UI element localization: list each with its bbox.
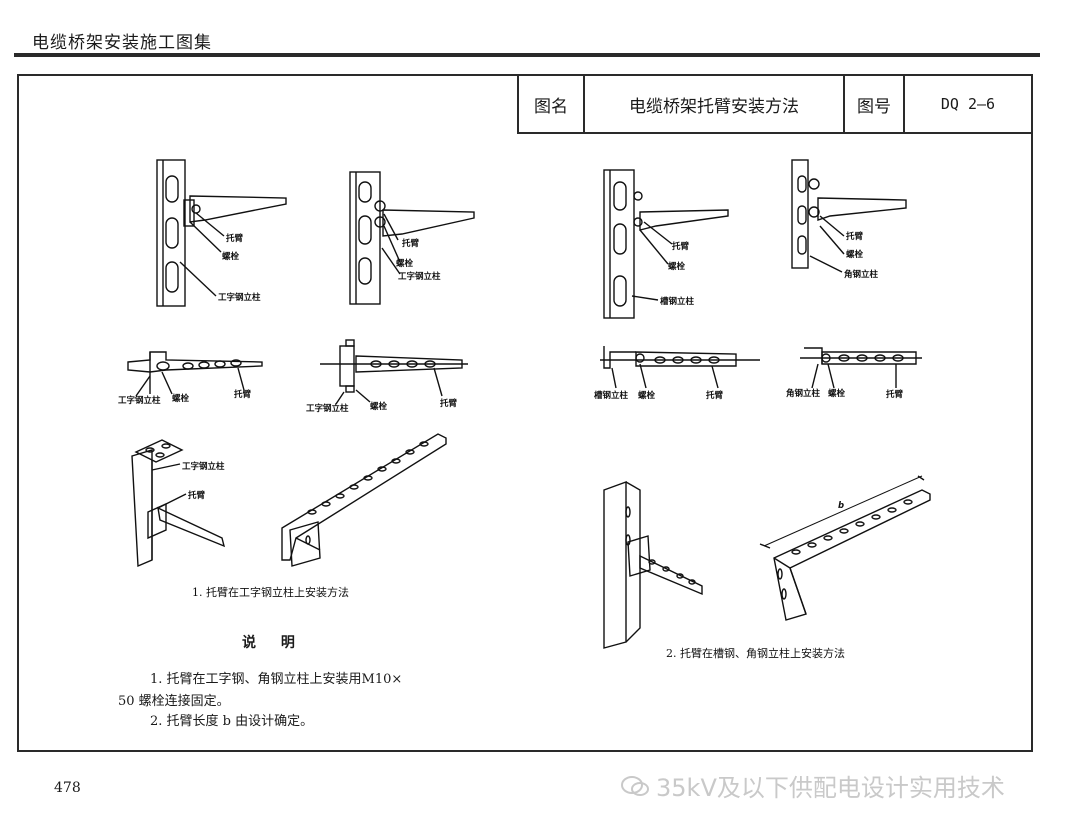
label-bracket-j: 托臂 [886, 389, 904, 400]
drawing-number-label: 图号 [845, 76, 905, 132]
label-angle-h: 角钢立柱 [844, 269, 879, 280]
label-bracket-h: 托臂 [846, 231, 864, 242]
angle-plan-view [800, 347, 922, 389]
label-bracket-c: 托臂 [234, 389, 252, 400]
drawing-number-value: DQ 2—6 [940, 95, 996, 113]
i-beam-plan-view-2 [320, 339, 468, 405]
document-title: 电缆桥架安装施工图集 [32, 33, 212, 53]
caption-ibeam-method: 1. 托臂在工字钢立柱上安装方法 [192, 585, 349, 599]
label-bolt-g: 螺栓 [668, 261, 686, 272]
angle-column-front-view [791, 159, 907, 273]
label-bracket-e: 托臂 [188, 490, 206, 501]
note-line-2: 50 螺栓连接固定。 [118, 694, 230, 709]
label-bolt-i: 螺栓 [638, 390, 656, 401]
label-bolt-j: 螺栓 [828, 388, 846, 399]
page-number: 478 [54, 780, 81, 796]
channel-plan-view [600, 346, 760, 389]
bracket-with-dimension-view [759, 475, 931, 621]
label-ibeam-e: 工字钢立柱 [182, 461, 225, 472]
label-bolt-a: 螺栓 [222, 251, 240, 262]
label-ibeam-d: 工字钢立柱 [306, 403, 349, 414]
label-bolt-b: 螺栓 [396, 258, 414, 269]
label-bolt-c: 螺栓 [172, 393, 190, 404]
i-beam-column-front-view [156, 159, 287, 307]
label-bracket-i: 托臂 [706, 390, 724, 401]
channel-isometric-view [603, 481, 703, 649]
label-ibeam-b: 工字钢立柱 [398, 271, 441, 282]
watermark-text: 35kV及以下供配电设计实用技术 [656, 774, 1005, 802]
note-line-1: 1. 托臂在工字钢、角钢立柱上安装用M10× [150, 672, 403, 687]
dimension-b-label: b [838, 501, 844, 511]
watermark: 35kV及以下供配电设计实用技术 [620, 768, 1005, 803]
label-channel-i: 槽钢立柱 [594, 390, 629, 401]
label-bracket-g: 托臂 [672, 241, 690, 252]
label-angle-j: 角钢立柱 [786, 388, 821, 399]
header-rule [14, 53, 1040, 57]
i-beam-column-side-view [349, 171, 475, 305]
label-bracket-b: 托臂 [402, 238, 420, 249]
note-line-3: 2. 托臂长度 b 由设计确定。 [150, 714, 314, 729]
drawing-name-label: 图名 [519, 76, 585, 132]
label-ibeam-a: 工字钢立柱 [218, 292, 261, 303]
bracket-isometric-view [281, 433, 447, 567]
i-beam-plan-view-1 [127, 351, 263, 397]
label-channel-g: 槽钢立柱 [660, 296, 695, 307]
drawing-name-value: 电缆桥架托臂安装方法 [585, 76, 845, 132]
i-beam-isometric-view [131, 439, 226, 568]
channel-column-front-view [603, 169, 729, 319]
label-bolt-h: 螺栓 [846, 249, 864, 260]
notes-title: 说 明 [242, 635, 305, 651]
label-bracket-a: 托臂 [226, 233, 244, 244]
label-bracket-d: 托臂 [440, 398, 458, 409]
label-ibeam-c: 工字钢立柱 [118, 395, 161, 406]
wechat-icon [621, 775, 649, 796]
caption-channel-angle-method: 2. 托臂在槽钢、角钢立柱上安装方法 [666, 646, 845, 660]
label-bolt-d: 螺栓 [370, 401, 388, 412]
title-block: 图名 电缆桥架托臂安装方法 图号 DQ 2—6 [517, 74, 1033, 134]
